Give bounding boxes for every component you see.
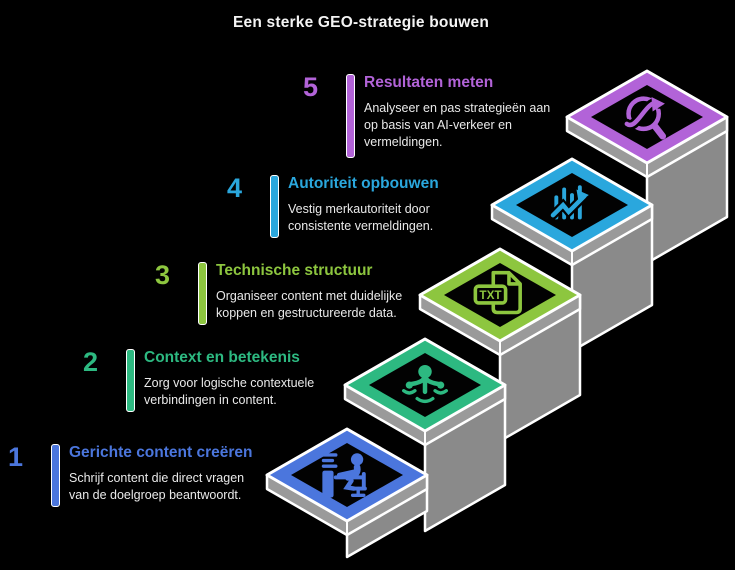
content-writer-desk-icon bbox=[321, 453, 367, 498]
step-title: Technische structuur bbox=[216, 262, 373, 279]
step-number: 3 bbox=[155, 260, 171, 290]
step-number: 2 bbox=[83, 347, 99, 377]
step-accent-bar bbox=[51, 444, 60, 507]
step-texts: Context en betekenis Zorg voor logische … bbox=[144, 348, 362, 409]
step-accent-bar bbox=[270, 175, 279, 238]
svg-text:TXT: TXT bbox=[479, 289, 502, 302]
step-texts: Gerichte content creëren Schrijf content… bbox=[69, 443, 287, 504]
step-texts: Autoriteit opbouwen Vestig merkautoritei… bbox=[288, 174, 506, 235]
growth-chart-icon bbox=[548, 185, 589, 220]
step-3d-platform-1 bbox=[265, 427, 429, 559]
step-texts: Resultaten meten Analyseer en pas strate… bbox=[364, 73, 582, 151]
step-accent-bar bbox=[198, 262, 207, 325]
step-3d-platform-2 bbox=[343, 337, 507, 533]
step-3d-platform-5 bbox=[565, 69, 729, 265]
step-accent-bar bbox=[126, 349, 135, 412]
step-description: Schrijf content die direct vragen van de… bbox=[69, 471, 245, 503]
step-number: 1 bbox=[8, 442, 24, 472]
step-description: Zorg voor logische contextuele verbindin… bbox=[144, 376, 315, 408]
txt-file-icon: TXT bbox=[473, 270, 522, 315]
step-description: Vestig merkautoriteit door consistente v… bbox=[288, 202, 434, 234]
step-accent-bar bbox=[346, 74, 355, 158]
step-description: Organiseer content met duidelijke koppen… bbox=[216, 289, 403, 321]
step-number: 5 bbox=[303, 72, 319, 102]
semantic-network-icon bbox=[402, 364, 448, 404]
step-number: 4 bbox=[227, 173, 243, 203]
step-title: Autoriteit opbouwen bbox=[288, 175, 439, 192]
step-title: Gerichte content creëren bbox=[69, 444, 253, 461]
step-3d-platform-4 bbox=[490, 157, 654, 353]
analytics-search-icon bbox=[621, 96, 667, 140]
step-texts: Technische structuur Organiseer content … bbox=[216, 261, 434, 322]
step-description: Analyseer en pas strategieën aan op basi… bbox=[364, 101, 551, 150]
step-title: Resultaten meten bbox=[364, 74, 494, 91]
page-title: Een sterke GEO-strategie bouwen bbox=[233, 14, 489, 31]
step-title: Context en betekenis bbox=[144, 349, 300, 366]
